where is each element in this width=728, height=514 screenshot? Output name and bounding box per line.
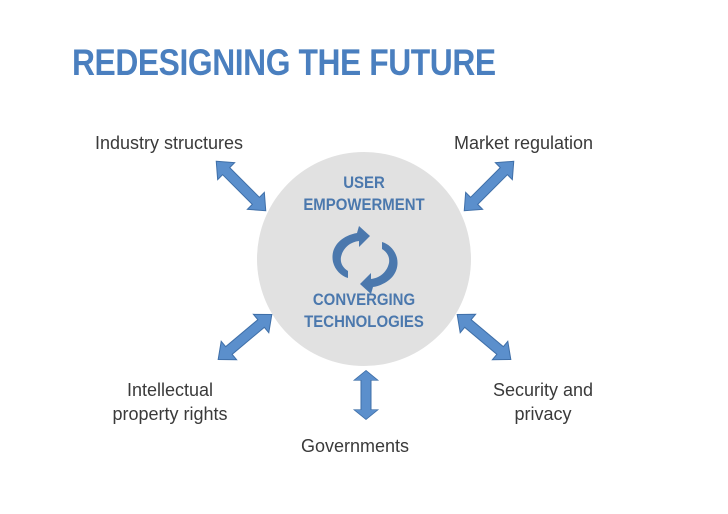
arrow-security-privacy bbox=[448, 304, 520, 370]
cycle-icon bbox=[332, 226, 398, 294]
node-intellectual-property-line2: property rights bbox=[112, 404, 228, 424]
center-technologies: TECHNOLOGIES bbox=[304, 312, 424, 331]
node-industry-structures: Industry structures bbox=[95, 133, 244, 153]
center-user: USER bbox=[343, 173, 385, 192]
center-top-text: USER EMPOWERMENT bbox=[294, 172, 435, 216]
arrow-industry-structures bbox=[207, 152, 275, 220]
arrow-intellectual-property bbox=[209, 304, 281, 370]
center-bottom-text: CONVERGING TECHNOLOGIES bbox=[294, 289, 435, 333]
node-governments: Governments bbox=[301, 436, 410, 456]
center-empowerment: EMPOWERMENT bbox=[303, 195, 425, 214]
arrow-governments bbox=[353, 370, 379, 420]
center-converging: CONVERGING bbox=[312, 290, 416, 309]
page-title: REDESIGNING THE FUTURE bbox=[72, 42, 496, 83]
node-security-privacy-line1: Security and bbox=[492, 380, 594, 400]
node-security-privacy: Security and privacy bbox=[472, 378, 614, 426]
central-circle bbox=[257, 152, 471, 366]
node-intellectual-property: Intellectual property rights bbox=[99, 378, 241, 426]
node-intellectual-property-line1: Intellectual bbox=[126, 380, 214, 400]
node-market-regulation: Market regulation bbox=[454, 133, 594, 153]
node-security-privacy-line2: privacy bbox=[514, 404, 572, 424]
arrow-market-regulation bbox=[455, 152, 523, 220]
